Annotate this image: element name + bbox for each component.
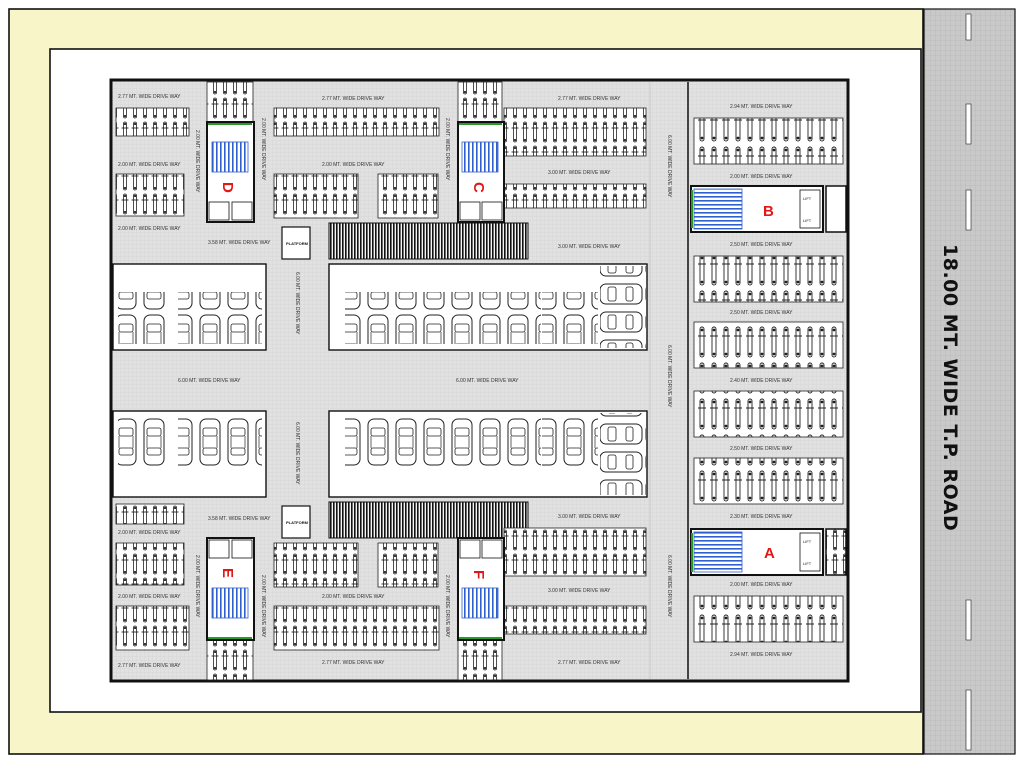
bottom-left-quadrant: E F	[115, 503, 647, 681]
driveway-labels: 2.77 MT. WIDE DRIVE WAY 2.77 MT. WIDE DR…	[118, 94, 793, 669]
bottom-ramp: PLATFORM	[281, 501, 529, 539]
driveway-label: 2.77 MT. WIDE DRIVE WAY	[322, 96, 385, 102]
driveway-label: 2.50 MT. WIDE DRIVE WAY	[730, 242, 793, 248]
driveway-label: 3.00 MT. WIDE DRIVE WAY	[548, 170, 611, 176]
driveway-label: 2.50 MT. WIDE DRIVE WAY	[730, 310, 793, 316]
core-e: E	[206, 537, 255, 641]
top-ramp: PLATFORM	[281, 222, 529, 260]
upper-car-blocks	[112, 263, 648, 351]
driveway-label: 3.00 MT. WIDE DRIVE WAY	[558, 514, 621, 520]
driveway-label: 2.77 MT. WIDE DRIVE WAY	[118, 94, 181, 100]
top-platform-label: PLATFORM	[286, 241, 309, 246]
core-f: F	[457, 537, 505, 641]
driveway-label: 2.77 MT. WIDE DRIVE WAY	[558, 660, 621, 666]
lower-car-blocks	[112, 410, 648, 498]
driveway-label: 3.58 MT. WIDE DRIVE WAY	[208, 516, 271, 522]
road-center-dashes	[965, 13, 972, 751]
driveway-label: 3.58 MT. WIDE DRIVE WAY	[208, 240, 271, 246]
driveway-label: 2.00 MT. WIDE DRIVE WAY	[194, 555, 200, 618]
driveway-label: 2.00 MT. WIDE DRIVE WAY	[730, 174, 793, 180]
driveway-label: 3.00 MT. WIDE DRIVE WAY	[558, 244, 621, 250]
driveway-label: 2.00 MT. WIDE DRIVE WAY	[730, 582, 793, 588]
driveway-label: 6.00 MT. WIDE DRIVE WAY	[666, 555, 672, 618]
core-a-lift-label: LIFT	[803, 539, 812, 544]
top-left-quadrant: D C	[115, 81, 647, 223]
driveway-label: 2.00 MT. WIDE DRIVE WAY	[322, 594, 385, 600]
core-d-label: D	[219, 182, 236, 193]
driveway-label: 6.00 MT. WIDE DRIVE WAY	[456, 378, 519, 384]
right-bay-rows	[693, 117, 844, 643]
road-label: 18.00 MT. WIDE T.P. ROAD	[939, 244, 961, 531]
driveway-label: 2.00 MT. WIDE DRIVE WAY	[194, 130, 200, 193]
driveway-label: 6.00 MT. WIDE DRIVE WAY	[178, 378, 241, 384]
driveway-label: 2.00 MT. WIDE DRIVE WAY	[118, 226, 181, 232]
driveway-label: 2.77 MT. WIDE DRIVE WAY	[118, 663, 181, 669]
bottom-platform-label: PLATFORM	[286, 520, 309, 525]
core-a: A LIFT LIFT	[690, 528, 847, 576]
driveway-label: 2.40 MT. WIDE DRIVE WAY	[730, 378, 793, 384]
driveway-label: 2.50 MT. WIDE DRIVE WAY	[730, 446, 793, 452]
driveway-label: 2.00 MT. WIDE DRIVE WAY	[444, 118, 450, 181]
core-b-label: B	[763, 203, 774, 220]
core-b-lift-label-2: LIFT	[803, 218, 812, 223]
driveway-label: 6.00 MT. WIDE DRIVE WAY	[666, 135, 672, 198]
core-a-lift-label-2: LIFT	[803, 561, 812, 566]
driveway-label: 2.00 MT. WIDE DRIVE WAY	[118, 594, 181, 600]
core-c: C	[457, 121, 505, 223]
driveway-label: 2.00 MT. WIDE DRIVE WAY	[260, 118, 266, 181]
driveway-label: 2.77 MT. WIDE DRIVE WAY	[322, 660, 385, 666]
building-floor: B LIFT LIFT A LIFT LIFT	[109, 78, 850, 683]
core-b: B LIFT LIFT	[690, 185, 847, 233]
driveway-label: 2.94 MT. WIDE DRIVE WAY	[730, 104, 793, 110]
core-e-label: E	[219, 568, 236, 578]
driveway-label: 2.00 MT. WIDE DRIVE WAY	[444, 575, 450, 638]
driveway-label: 6.00 MT. WIDE DRIVE WAY	[666, 345, 672, 408]
driveway-label: 3.00 MT. WIDE DRIVE WAY	[548, 588, 611, 594]
core-f-label: F	[470, 570, 487, 579]
tp-road: 18.00 MT. WIDE T.P. ROAD	[923, 8, 1016, 755]
driveway-label: 2.00 MT. WIDE DRIVE WAY	[118, 162, 181, 168]
driveway-label: 6.00 MT. WIDE DRIVE WAY	[294, 422, 300, 485]
driveway-label: 2.00 MT. WIDE DRIVE WAY	[322, 162, 385, 168]
core-b-lift-label: LIFT	[803, 196, 812, 201]
core-a-label: A	[764, 545, 775, 562]
driveway-label: 2.94 MT. WIDE DRIVE WAY	[730, 652, 793, 658]
driveway-label: 2.00 MT. WIDE DRIVE WAY	[260, 575, 266, 638]
core-c-label: C	[470, 182, 487, 193]
driveway-label: 6.00 MT. WIDE DRIVE WAY	[294, 272, 300, 335]
core-d: D	[206, 121, 255, 223]
driveway-label: 2.77 MT. WIDE DRIVE WAY	[558, 96, 621, 102]
driveway-label: 2.30 MT. WIDE DRIVE WAY	[730, 514, 793, 520]
driveway-label: 2.00 MT. WIDE DRIVE WAY	[118, 530, 181, 536]
